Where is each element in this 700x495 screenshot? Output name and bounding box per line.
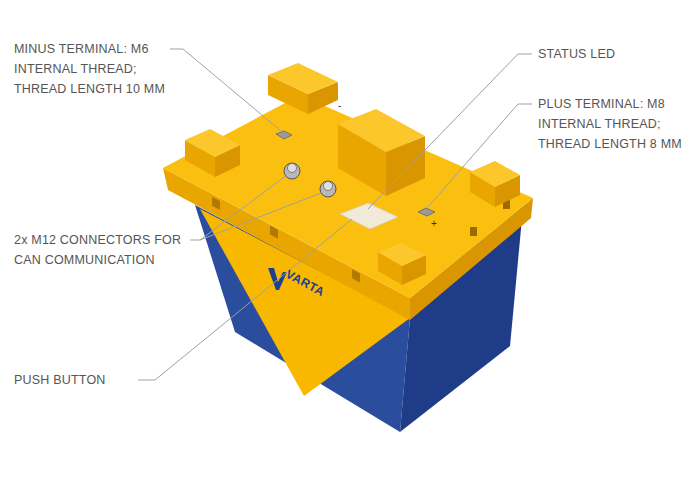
plus-terminal — [418, 208, 435, 216]
handle-block — [268, 63, 338, 94]
m12-connector — [320, 181, 336, 197]
corner-block — [378, 243, 426, 266]
corner-block — [470, 161, 520, 187]
lid-top — [163, 95, 533, 298]
leader-line — [190, 175, 287, 240]
lid-notch — [212, 197, 220, 210]
polarity-mark: - — [338, 101, 341, 111]
m12-connector — [288, 164, 297, 173]
callout-text: MINUS TERMINAL: M6 INTERNAL THREAD; THRE… — [14, 39, 174, 99]
lid-notch — [270, 226, 278, 239]
lid-notch — [352, 269, 360, 282]
raised-pad — [338, 109, 425, 152]
m12-connector — [284, 163, 300, 179]
callout-text: PLUS TERMINAL: M8 INTERNAL THREAD; THREA… — [538, 94, 690, 154]
leader-line — [200, 193, 321, 240]
leader-line — [170, 49, 281, 131]
leader-line — [428, 104, 532, 207]
callout-text: 2x M12 CONNECTORS FOR CAN COMMUNICATION — [14, 230, 186, 270]
lid-notch — [470, 227, 477, 236]
leader-line — [368, 54, 532, 209]
polarity-mark: + — [431, 219, 437, 229]
callout-text: STATUS LED — [538, 44, 688, 64]
led-button-pad — [340, 203, 398, 229]
m12-connector — [324, 182, 333, 191]
corner-block — [185, 129, 240, 157]
minus-terminal — [276, 131, 292, 139]
callout-text: PUSH BUTTON — [14, 370, 164, 390]
